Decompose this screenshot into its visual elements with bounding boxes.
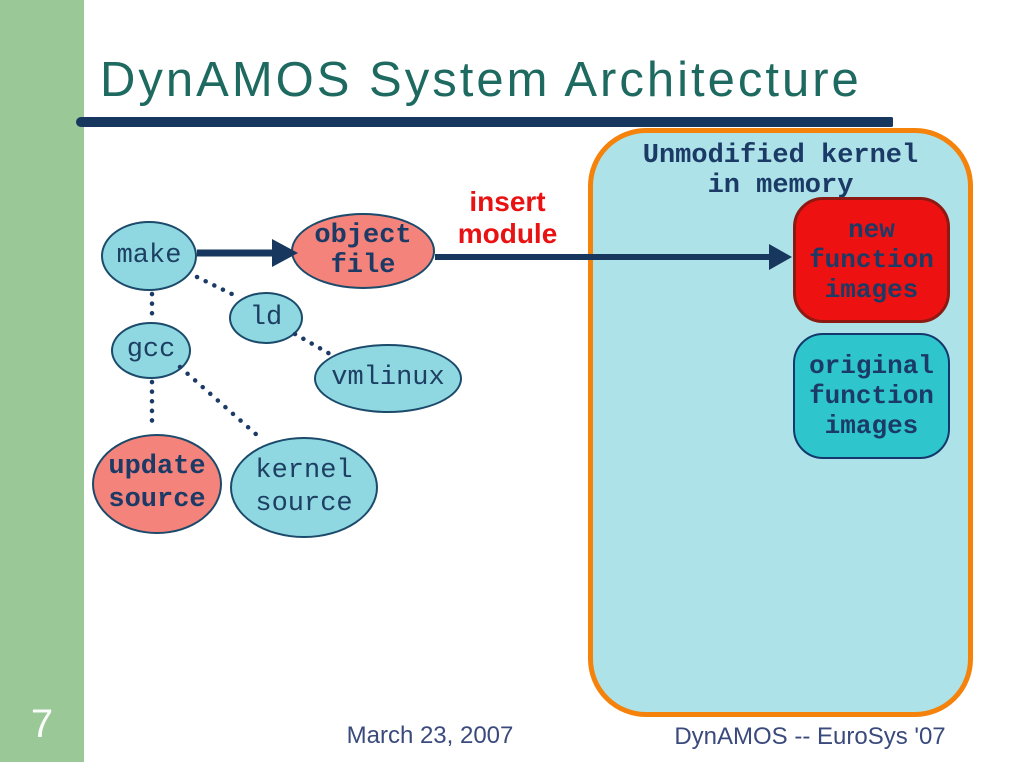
- node-gcc: gcc: [111, 322, 191, 379]
- dotted-ld-to-vmlinux: [292, 331, 333, 357]
- original-function-images-box: original function images: [793, 333, 950, 459]
- page-number: 7: [30, 702, 54, 746]
- new-function-images-box: new function images: [793, 197, 950, 323]
- slide-edge-bar: [0, 0, 84, 762]
- kernel-box-title: Unmodified kernel in memory: [642, 141, 919, 201]
- node-vmlinux: vmlinux: [314, 344, 462, 413]
- dotted-make-to-ld: [194, 274, 243, 301]
- dotted-gcc-to-kernel-source: [177, 364, 261, 439]
- title-divider: [76, 117, 893, 127]
- slide-title: DynAMOS System Architecture: [100, 53, 862, 107]
- node-ld: ld: [229, 292, 303, 344]
- node-make: make: [101, 221, 197, 291]
- node-object-file: object file: [291, 213, 435, 289]
- node-kernel-source: kernel source: [230, 437, 378, 538]
- insert-module-label: insert module: [457, 186, 558, 249]
- node-update-source: update source: [92, 434, 222, 534]
- footer-date: March 23, 2007: [346, 722, 514, 749]
- footer-credit: DynAMOS -- EuroSys '07: [674, 723, 946, 750]
